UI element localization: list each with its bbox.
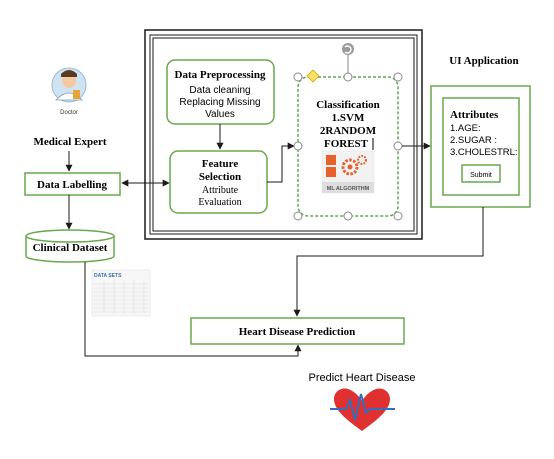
doctor-icon	[51, 67, 87, 103]
classification-line-2: 1.SVM	[332, 112, 365, 124]
attribute-age: 1.AGE:	[450, 123, 481, 134]
adjust-handle-icon[interactable]	[306, 69, 320, 83]
preprocessing-title: Data Preprocessing	[175, 69, 266, 81]
predict-heart-disease-label: Predict Heart Disease	[309, 372, 416, 384]
classification-line-1: Classification	[316, 99, 380, 111]
heart-disease-prediction-box	[190, 317, 405, 345]
ui-application-label: UI Application	[449, 55, 518, 67]
feature-title-line-1: Feature	[202, 158, 239, 170]
pipeline-frame	[144, 29, 423, 240]
selection-handles	[293, 72, 403, 221]
submit-button-label: Submit	[470, 172, 492, 179]
attributes-title: Attributes	[450, 109, 499, 121]
doctor-label: Doctor	[60, 110, 78, 116]
clinical-dataset-label: Clinical Dataset	[33, 242, 108, 254]
classification-line-4: FOREST	[324, 138, 369, 150]
data-sets-thumbnail	[91, 269, 151, 317]
preprocessing-line-2: Replacing Missing	[179, 97, 260, 108]
heart-disease-prediction-label: Heart Disease Prediction	[239, 326, 356, 338]
arrow-ui-to-prediction	[293, 207, 484, 317]
arrow-feature-to-classification	[267, 142, 295, 183]
data-sets-label: DATA SETS	[94, 273, 122, 279]
feature-line-2: Evaluation	[198, 197, 241, 208]
ml-algorithm-icon	[321, 150, 375, 194]
feature-line-1: Attribute	[202, 185, 239, 196]
medical-expert-label: Medical Expert	[33, 136, 106, 148]
arrow-dataset-to-prediction	[84, 262, 302, 357]
rotate-handle-icon[interactable]	[342, 43, 354, 55]
heart-pulse-icon	[330, 388, 395, 431]
classification-line-3: 2RANDOM	[320, 125, 377, 137]
clinical-dataset-cylinder	[25, 229, 115, 263]
preprocessing-line-1: Data cleaning	[189, 85, 250, 96]
feature-title-line-2: Selection	[199, 171, 241, 183]
attribute-cholestrl: 3.CHOLESTRL:	[450, 147, 518, 158]
data-labelling-box	[24, 172, 121, 196]
submit-button[interactable]	[461, 164, 501, 183]
ml-algorithm-label: ML ALGORITHM	[327, 186, 370, 192]
data-labelling-label: Data Labelling	[37, 179, 107, 191]
preprocessing-line-3: Values	[205, 109, 235, 120]
attribute-sugar: 2.SUGAR :	[450, 135, 497, 146]
